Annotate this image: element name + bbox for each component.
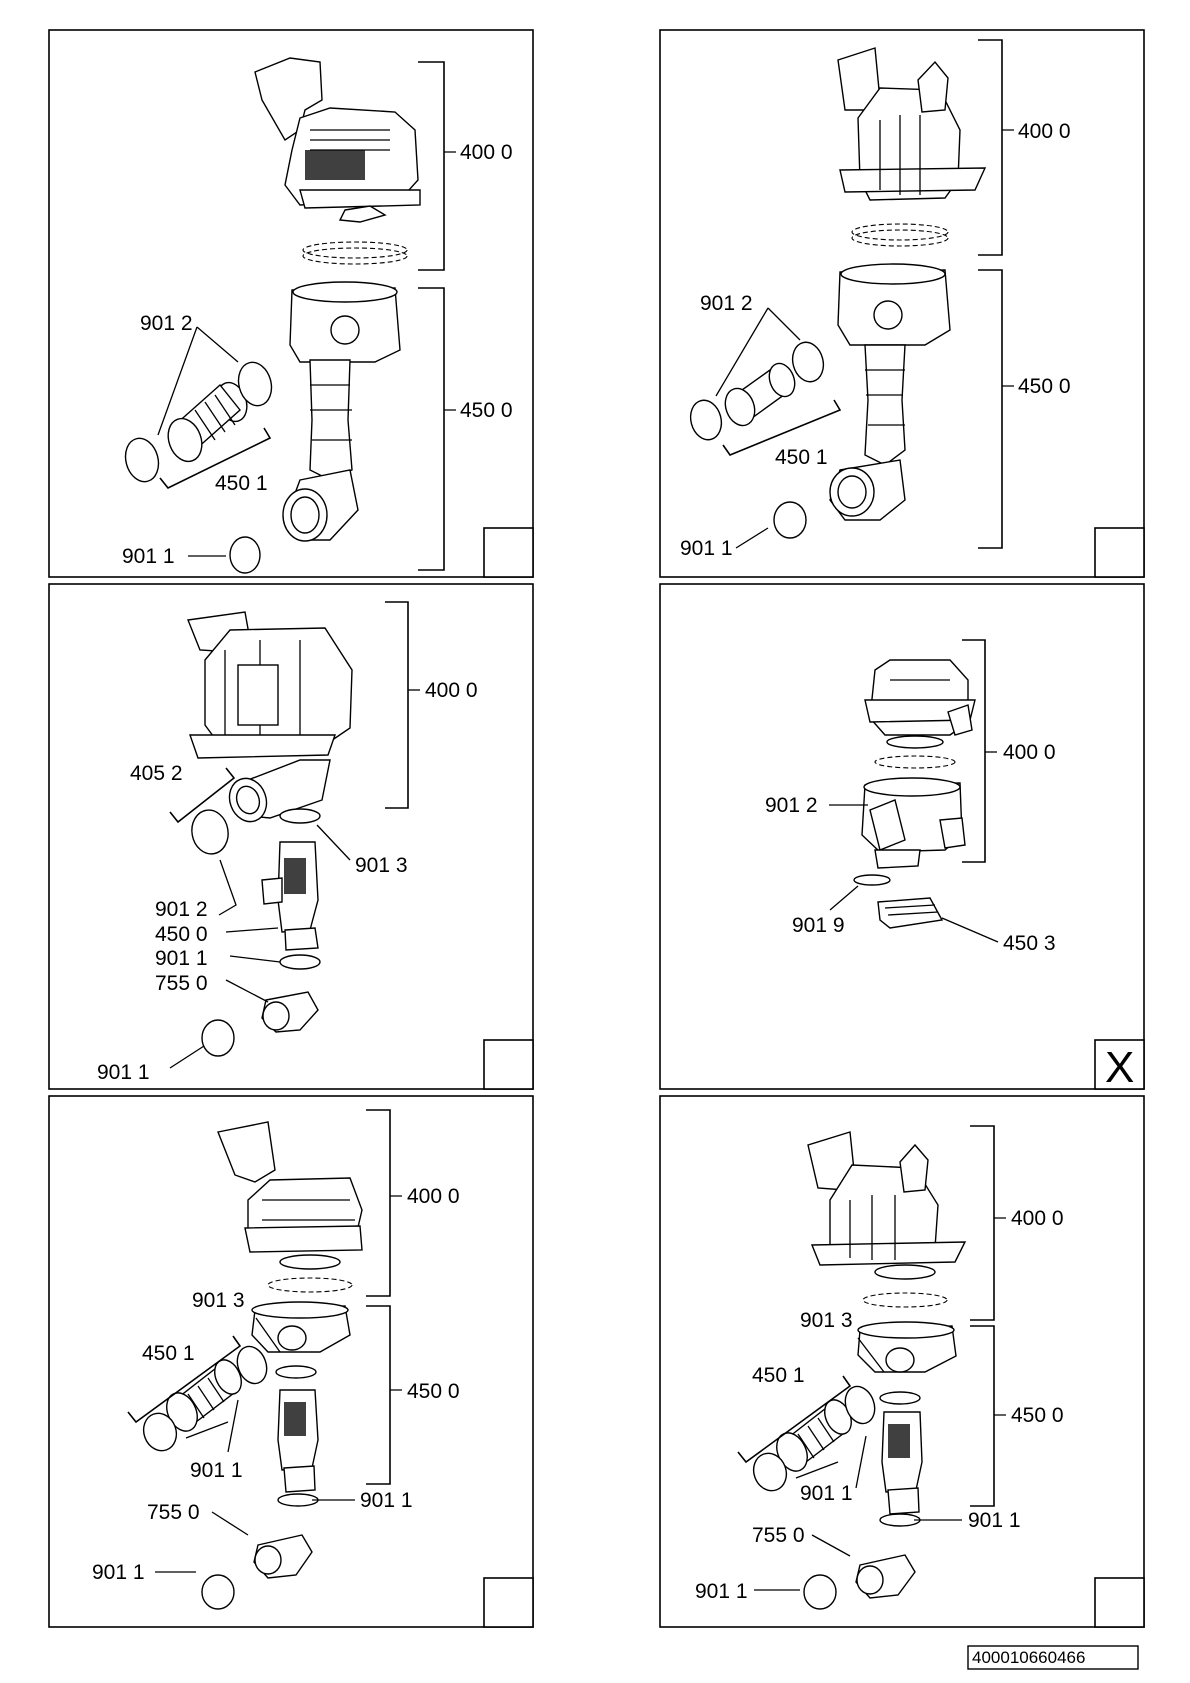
panel-5-pump-upper: [251, 1301, 351, 1353]
panel-3-label-d: 901 2: [155, 898, 208, 921]
panel-3-label-c: 901 3: [355, 854, 408, 877]
panel-5-label-f: 901 1: [360, 1489, 413, 1512]
panel-5-bracket-hose: [127, 1335, 242, 1424]
panel-2-label-a: 400 0: [1018, 120, 1071, 143]
panel-1-label-d: 450 1: [215, 472, 268, 495]
panel-6-label-f: 901 1: [968, 1509, 1021, 1532]
panel-3-elbow-405: [191, 759, 331, 855]
panel-4-corner-mark: X: [1105, 1043, 1134, 1092]
panel-5-corner-box: [483, 1577, 534, 1628]
panel-3-frame: [48, 583, 534, 1090]
panel-6-frame: [659, 1095, 1145, 1628]
panel-6-label-a: 400 0: [1011, 1207, 1064, 1230]
panel-5-label-b: 901 3: [192, 1289, 245, 1312]
panel-2-pump-body: [829, 263, 951, 521]
panel-1-bracket-a: [418, 61, 445, 271]
panel-3-label-e: 450 0: [155, 923, 208, 946]
panel-2: 400 0 450 0 901 2 450 1 901 1: [659, 29, 1145, 578]
panel-1-pump-body: [282, 281, 401, 542]
panel-6-label-b: 901 3: [800, 1309, 853, 1332]
panel-3-label-a: 400 0: [425, 679, 478, 702]
panel-6-label-g: 755 0: [752, 1524, 805, 1547]
panel-4-frame: [659, 583, 1145, 1090]
panel-1: 400 0 450 0 901 2 450 1 901 1: [48, 29, 534, 578]
panel-1-frame: [48, 29, 534, 578]
panel-5-frame: [48, 1095, 534, 1628]
panel-3-corner-box: [483, 1039, 534, 1090]
panel-6-label-e: 901 1: [800, 1482, 853, 1505]
panel-6-bracket-a: [970, 1125, 995, 1321]
panel-1-bracket-b: [418, 287, 445, 571]
panel-4-label-d: 450 3: [1003, 932, 1056, 955]
panel-5: 400 0 901 3 450 1 450 0 901 1 901 1 755 …: [48, 1095, 534, 1628]
panel-6-pump-upper: [857, 1321, 957, 1373]
panel-1-label-b: 450 0: [460, 399, 513, 422]
panel-6-label-c: 450 1: [752, 1364, 805, 1387]
panel-3: 400 0 405 2 901 3 901 2 450 0 901 1 755 …: [48, 583, 534, 1090]
panel-6-corner-box: [1094, 1577, 1145, 1628]
panel-6-bracket-b: [970, 1325, 995, 1507]
panel-3-label-b: 405 2: [130, 762, 183, 785]
panel-3-label-f: 901 1: [155, 947, 208, 970]
panel-5-label-g: 755 0: [147, 1501, 200, 1524]
panel-5-label-h: 901 1: [92, 1561, 145, 1584]
panel-2-bracket-hose: [722, 399, 842, 456]
panel-1-motor-housing: [254, 57, 421, 265]
panel-6-motor-housing: [807, 1131, 967, 1308]
panel-6-hose: [752, 1385, 876, 1492]
panel-6: 400 0 901 3 450 1 450 0 901 1 901 1 755 …: [659, 1095, 1145, 1628]
panel-3-bracket-405: [169, 767, 236, 824]
document-number: 400010660466: [972, 1648, 1085, 1667]
panel-5-motor-housing: [217, 1121, 363, 1293]
panel-3-label-h: 901 1: [97, 1061, 150, 1084]
panel-5-label-a: 400 0: [407, 1185, 460, 1208]
panel-3-pump-450: [201, 841, 321, 1057]
panel-5-label-d: 450 0: [407, 1380, 460, 1403]
panel-6-bracket-hose: [737, 1375, 852, 1464]
document-number-box: 400010660466: [967, 1645, 1139, 1670]
panel-5-hose: [142, 1345, 268, 1452]
panel-2-bracket-b: [978, 269, 1003, 549]
panel-5-label-c: 450 1: [142, 1342, 195, 1365]
panel-5-label-e: 901 1: [190, 1459, 243, 1482]
panel-6-pump-lower: [803, 1391, 923, 1610]
panel-3-label-g: 755 0: [155, 972, 208, 995]
panel-4-corner-box: [1094, 1039, 1145, 1090]
panel-5-pump-lower: [201, 1365, 319, 1610]
panel-1-label-e: 901 1: [122, 545, 175, 568]
panel-2-motor-housing: [837, 47, 987, 247]
panel-4-label-a: 400 0: [1003, 741, 1056, 764]
panel-2-hose: [689, 341, 825, 539]
panel-4-label-b: 901 2: [765, 794, 818, 817]
panel-1-bracket-hose: [159, 427, 272, 490]
panel-2-label-b: 450 0: [1018, 375, 1071, 398]
panel-3-bracket-a: [385, 601, 409, 809]
panel-5-bracket-a: [366, 1109, 391, 1297]
panel-4-bracket-a: [962, 639, 986, 863]
panel-1-label-c: 901 2: [140, 312, 193, 335]
panel-2-frame: [659, 29, 1145, 578]
panel-2-corner-box: [1094, 527, 1145, 578]
panel-4: X 400 0 901 2 901 9 450 3: [659, 583, 1145, 1092]
panel-4-motor-housing: [864, 659, 976, 769]
panel-2-label-c: 901 2: [700, 292, 753, 315]
panel-1-hose: [124, 361, 273, 574]
panel-3-motor-housing: [187, 611, 353, 759]
panel-4-pump-body: [853, 777, 966, 929]
panel-2-label-e: 901 1: [680, 537, 733, 560]
panel-4-label-c: 901 9: [792, 914, 845, 937]
panel-6-label-h: 901 1: [695, 1580, 748, 1603]
panel-5-bracket-b: [366, 1305, 391, 1485]
panel-1-label-a: 400 0: [460, 141, 513, 164]
panel-6-label-d: 450 0: [1011, 1404, 1064, 1427]
panel-2-label-d: 450 1: [775, 446, 828, 469]
panel-2-bracket-a: [978, 39, 1003, 256]
panel-1-corner-box: [483, 527, 534, 578]
